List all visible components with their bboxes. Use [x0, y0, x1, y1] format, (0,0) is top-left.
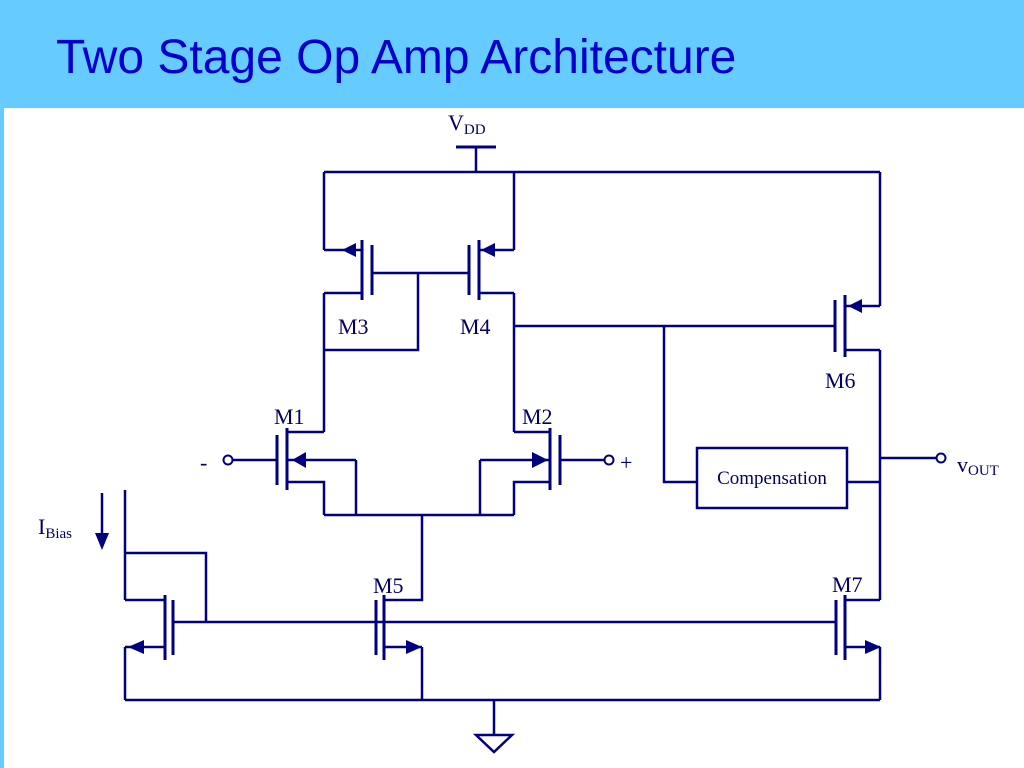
transistor-m1: [275, 428, 358, 515]
label-m7: M7: [832, 572, 863, 597]
vout-label: vOUT: [957, 452, 999, 479]
bias-current-arrow: [95, 493, 109, 550]
transistor-m4: [467, 172, 516, 432]
label-m6: M6: [825, 368, 856, 393]
minus-input-terminal: [222, 454, 277, 466]
transistor-m7: [834, 595, 882, 700]
bias-transistor: [123, 490, 208, 700]
title-bar: Two Stage Op Amp Architecture: [0, 0, 1024, 108]
vdd-label: VDD: [448, 110, 486, 138]
vdd-supply-symbol: [456, 145, 496, 172]
transistor-m5: [374, 515, 424, 700]
left-accent-strip: [0, 108, 4, 768]
output-terminal: [880, 452, 947, 464]
ground-symbol: [472, 700, 516, 754]
plus-input-label: +: [620, 450, 632, 475]
ibias-label: IBias: [38, 514, 72, 542]
label-m1: M1: [274, 404, 305, 429]
minus-input-label: -: [200, 450, 207, 475]
compensation-left-wire: [662, 326, 697, 484]
m3-diode-wire: [324, 273, 420, 352]
compensation-label: Compensation: [717, 468, 827, 489]
transistor-m2: [478, 428, 562, 515]
label-m3: M3: [338, 314, 369, 339]
label-m4: M4: [460, 314, 491, 339]
label-m5: M5: [373, 573, 404, 598]
plus-input-terminal: [560, 454, 615, 466]
slide-title: Two Stage Op Amp Architecture: [56, 31, 737, 84]
label-m2: M2: [522, 404, 553, 429]
transistor-m3: [322, 172, 374, 432]
transistor-m6: [833, 172, 882, 600]
compensation-block: Compensation: [695, 446, 849, 510]
